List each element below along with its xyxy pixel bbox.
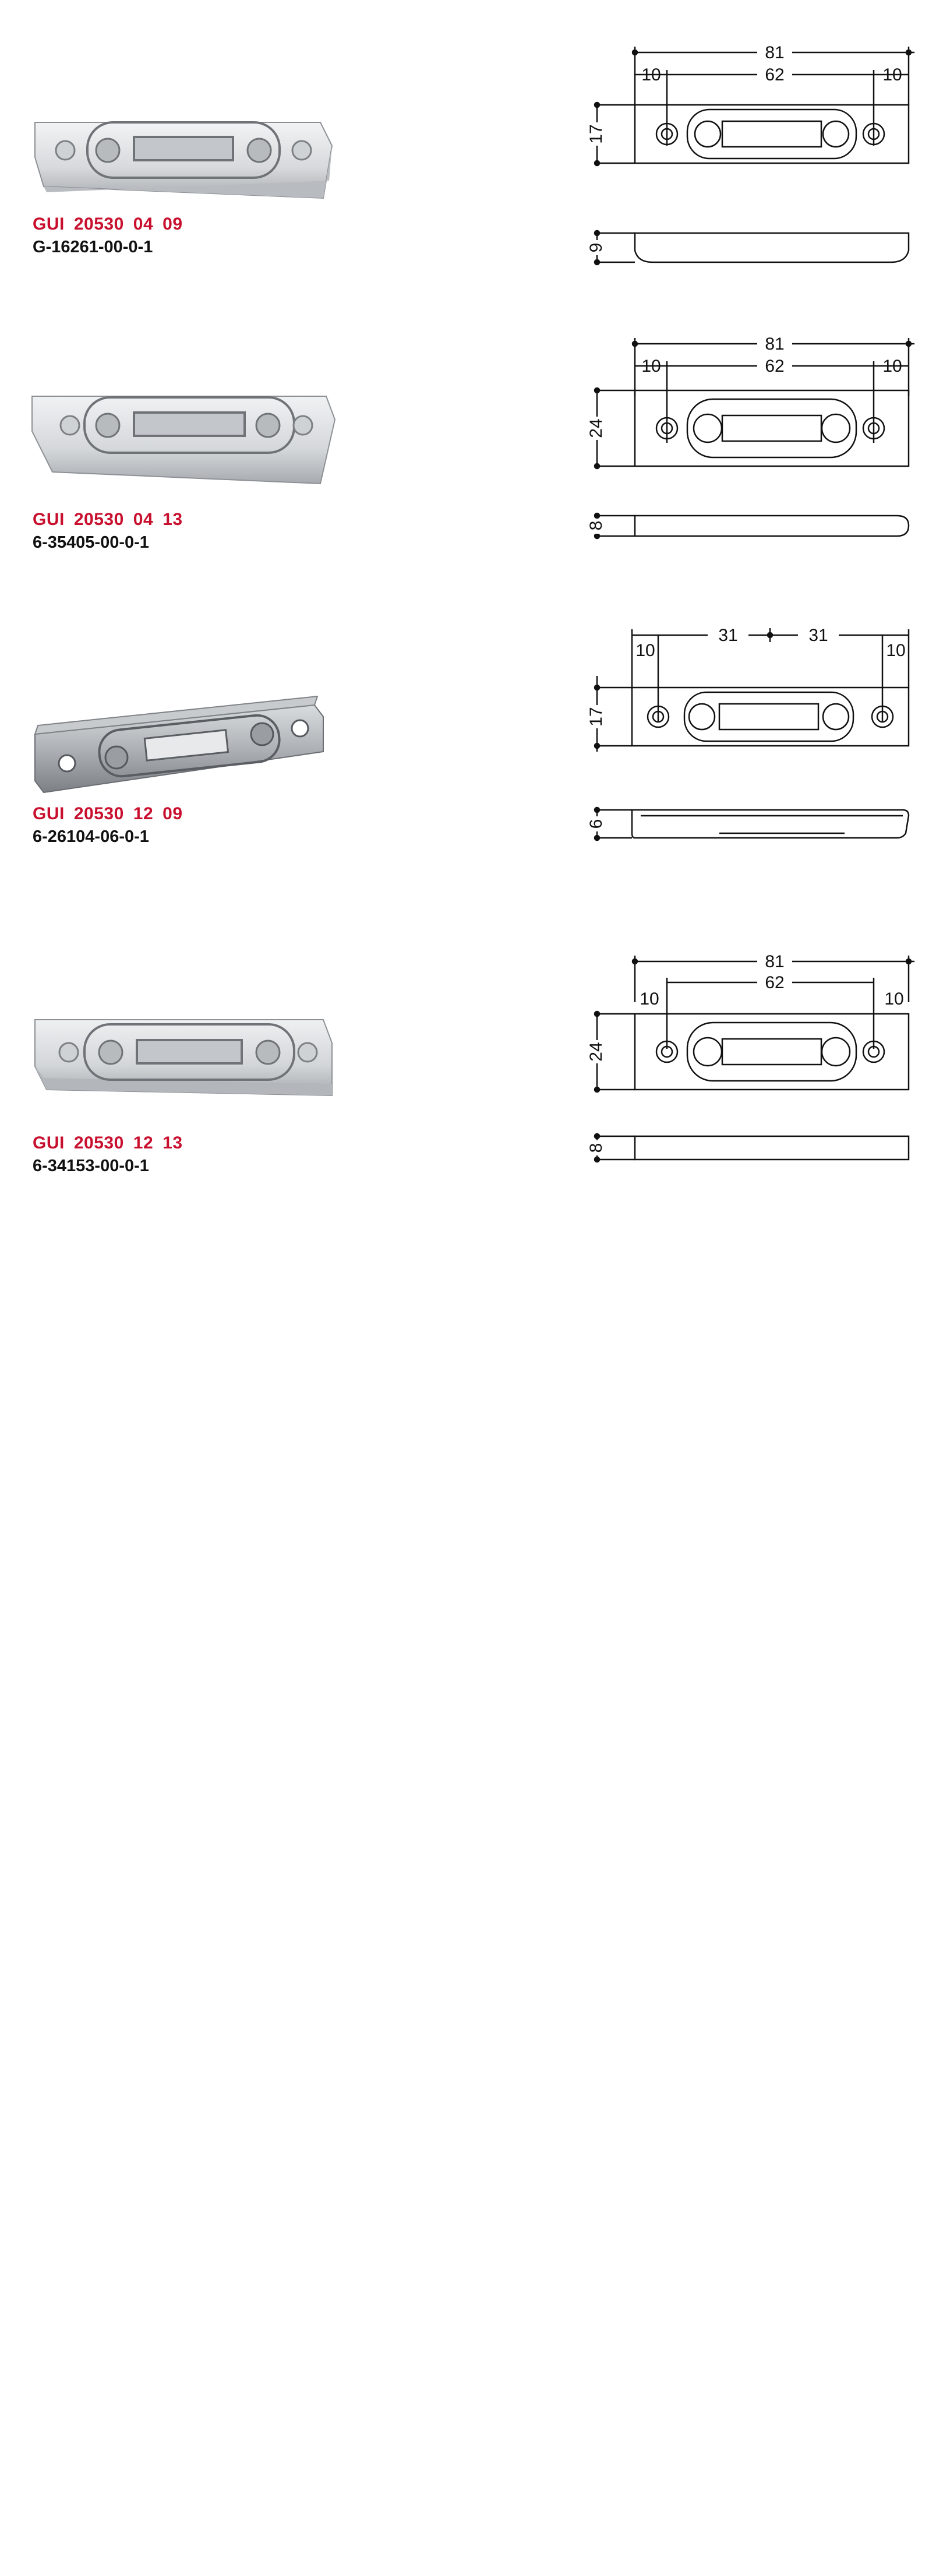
dim-right: 10 <box>882 357 902 376</box>
dim-left: 10 <box>635 641 655 660</box>
dim-thickness: 6 <box>588 819 606 829</box>
dim-thickness: 8 <box>588 521 606 531</box>
dim-height: 17 <box>588 707 606 726</box>
dim-height: 24 <box>588 418 606 438</box>
dim-half-left: 31 <box>718 626 737 645</box>
dim-right: 10 <box>882 65 902 84</box>
dim-overall: 81 <box>765 43 784 62</box>
technical-drawing: 81 62 10 10 17 9 <box>588 41 914 266</box>
dim-center: 62 <box>765 973 784 992</box>
dim-left: 10 <box>640 989 659 1009</box>
product-photo <box>31 396 336 485</box>
article-number: 6-34153-00-0-1 <box>33 1157 149 1175</box>
dim-height: 17 <box>588 124 606 143</box>
dim-height: 24 <box>588 1042 606 1061</box>
product-photo <box>34 695 324 794</box>
article-number: 6-35405-00-0-1 <box>33 533 149 552</box>
product-photo <box>34 1019 333 1097</box>
dim-half-right: 31 <box>808 626 828 645</box>
article-number: 6-26104-06-0-1 <box>33 827 149 846</box>
technical-drawing: 81 62 10 10 24 8 <box>588 332 914 540</box>
dim-overall: 81 <box>765 952 784 971</box>
dim-right: 10 <box>886 641 905 660</box>
dim-thickness: 8 <box>588 1143 606 1153</box>
product-photo <box>34 121 333 199</box>
dim-center: 62 <box>765 357 784 376</box>
technical-drawing: 31 31 10 10 17 6 <box>588 626 910 841</box>
dim-left: 10 <box>641 357 661 376</box>
dim-right: 10 <box>884 989 903 1009</box>
dim-overall: 81 <box>765 334 784 354</box>
dim-center: 62 <box>765 65 784 84</box>
dim-thickness: 9 <box>588 243 606 253</box>
technical-drawing: 81 62 10 10 24 8 <box>588 950 914 1163</box>
article-number: G-16261-00-0-1 <box>33 238 153 256</box>
dim-left: 10 <box>641 65 661 84</box>
